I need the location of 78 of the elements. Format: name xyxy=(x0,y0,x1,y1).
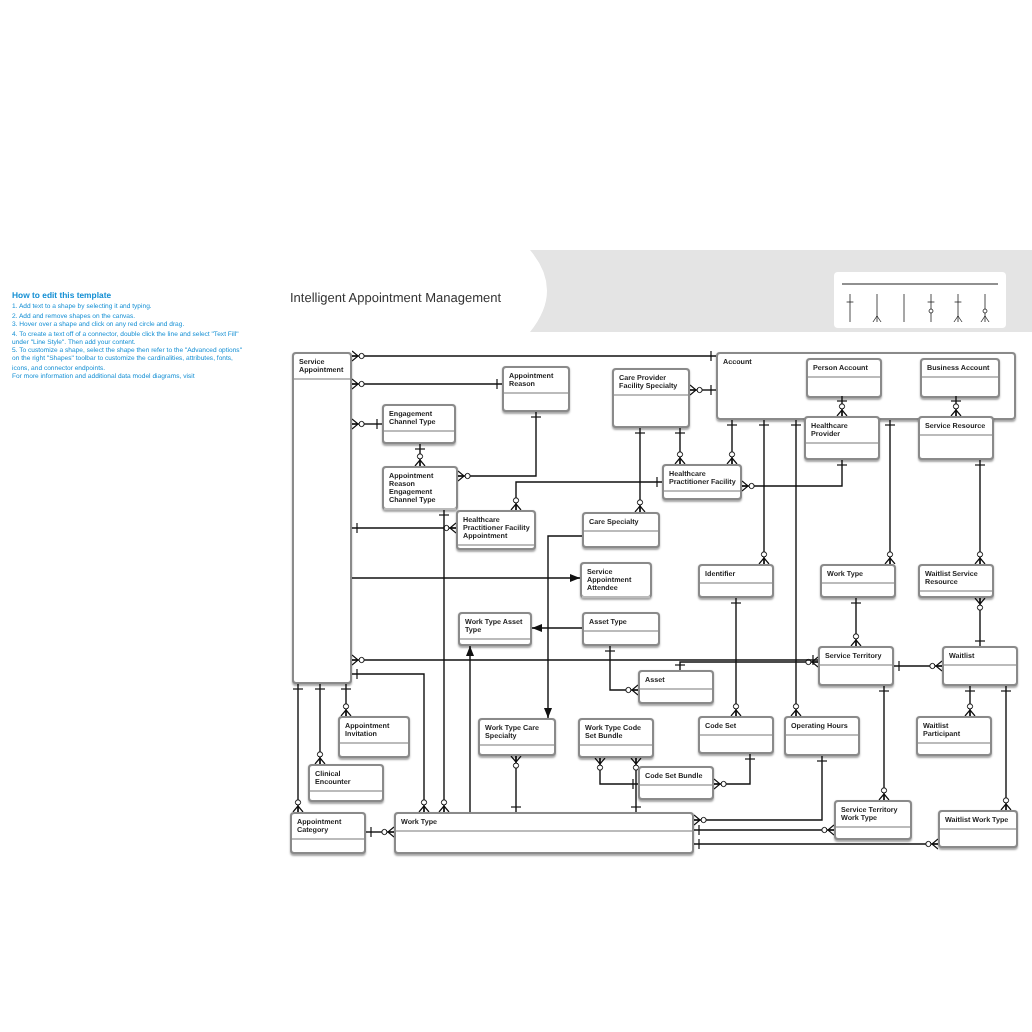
relationship-line xyxy=(693,824,835,836)
entity-box xyxy=(338,716,410,758)
relationship-line xyxy=(314,683,326,765)
relationship-line xyxy=(693,755,828,826)
relationship-line xyxy=(340,683,352,717)
relationship-line xyxy=(674,427,686,465)
entity-box xyxy=(290,812,366,854)
entity-box xyxy=(916,716,992,756)
relationship-line xyxy=(466,645,474,813)
relationship-line xyxy=(351,418,383,430)
relationship-line xyxy=(457,411,542,482)
entity-box xyxy=(612,368,690,428)
relationship-line xyxy=(758,419,770,565)
relationship-line xyxy=(351,378,503,390)
relationship-line xyxy=(974,459,986,565)
entity-box xyxy=(292,352,352,684)
entity-box xyxy=(942,646,1018,686)
relationship-line xyxy=(604,645,639,696)
relationship-line xyxy=(726,419,738,465)
relationship-line xyxy=(510,476,663,511)
entity-box xyxy=(938,810,1018,848)
relationship-line xyxy=(836,395,848,417)
relationship-line xyxy=(531,624,583,632)
entity-box xyxy=(820,564,896,598)
entity-box xyxy=(582,512,660,548)
entity-box xyxy=(382,404,456,444)
entity-box xyxy=(918,416,994,460)
entity-box xyxy=(638,766,714,800)
relationship-line xyxy=(884,419,896,565)
entity-box xyxy=(382,466,458,510)
relationship-line xyxy=(674,656,819,671)
relationship-line xyxy=(730,597,742,717)
entity-box xyxy=(918,564,994,598)
relationship-line xyxy=(351,668,430,813)
relationship-line xyxy=(1000,685,1012,811)
relationship-line xyxy=(351,574,581,582)
entity-box xyxy=(806,358,882,398)
relationship-line xyxy=(292,683,304,813)
entity-box xyxy=(818,646,894,686)
relationship-line xyxy=(351,654,819,666)
entity-box xyxy=(580,562,652,598)
entity-box xyxy=(394,812,694,854)
entity-box xyxy=(478,718,556,756)
entity-box xyxy=(638,670,714,704)
relationship-line xyxy=(950,395,962,417)
relationship-line xyxy=(850,597,862,647)
relationship-line xyxy=(689,384,717,396)
relationship-line xyxy=(974,597,986,647)
relationship-line xyxy=(741,459,848,492)
relationship-line xyxy=(634,427,646,513)
entity-box xyxy=(458,612,532,646)
relationship-line xyxy=(438,509,450,813)
relationship-line xyxy=(414,443,426,467)
relationship-line xyxy=(893,660,943,672)
relationship-line xyxy=(693,838,939,850)
entity-box xyxy=(578,718,654,758)
relationship-line xyxy=(365,826,395,838)
entity-box xyxy=(582,612,660,646)
relationship-line xyxy=(351,522,457,534)
relationship-line xyxy=(351,350,717,362)
entity-box xyxy=(698,564,774,598)
relationship-line xyxy=(544,535,583,719)
entity-box xyxy=(784,716,860,756)
relationship-line xyxy=(964,685,976,717)
relationship-line xyxy=(878,685,890,801)
relationship-line xyxy=(790,419,802,717)
entity-box xyxy=(308,764,384,802)
relationship-line xyxy=(713,753,756,790)
entity-box xyxy=(834,800,912,840)
relationship-line xyxy=(630,757,642,813)
entity-box xyxy=(920,358,1000,398)
entity-box xyxy=(662,464,742,500)
entity-box xyxy=(698,716,774,754)
relationship-line xyxy=(594,757,639,790)
entity-box xyxy=(502,366,570,412)
entity-box xyxy=(804,416,880,460)
entity-box xyxy=(456,510,536,550)
relationship-line xyxy=(510,755,522,813)
